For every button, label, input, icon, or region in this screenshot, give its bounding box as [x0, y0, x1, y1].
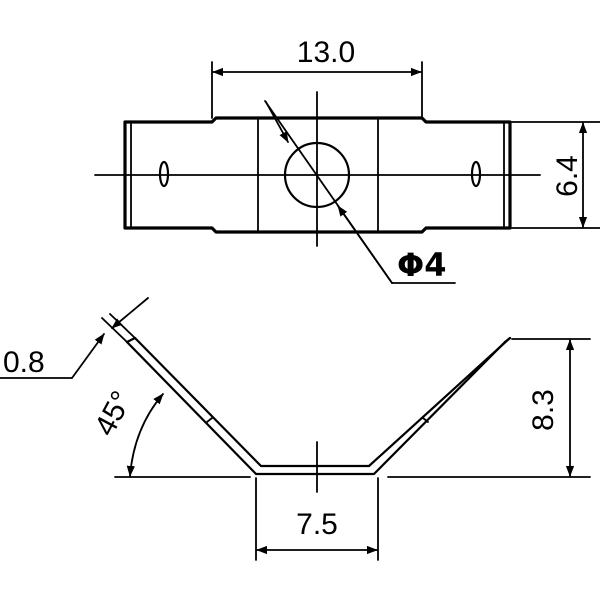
side-view-end-left: [125, 336, 137, 344]
bend-mark-left: [206, 417, 213, 423]
dim-08-arrow-outer: [111, 297, 149, 329]
side-view: 0.8 45° 8.3 7.5: [0, 297, 591, 561]
dim-45-label: 45°: [88, 386, 138, 442]
hole-leader-arrow-a: [265, 101, 289, 143]
dim-83-label: 8.3: [527, 389, 560, 431]
hole-leader-arrow-b: [337, 205, 393, 284]
side-view-end-right: [503, 336, 512, 344]
dim-08-extension-b: [109, 313, 136, 339]
right-slot: [470, 160, 482, 188]
bend-mark-right: [422, 417, 429, 423]
side-view-outer-contour: [125, 340, 507, 476]
side-view-inner-contour: [133, 336, 512, 468]
dim-08-arrow-inner: [71, 333, 105, 379]
left-slot: [158, 160, 170, 188]
dim-08-extension-a: [101, 317, 128, 343]
dim-08-label: 0.8: [3, 346, 45, 379]
hole-diameter-label: Φ4: [397, 246, 446, 284]
dim-64-label: 6.4: [551, 155, 584, 197]
dim-13-label: 13.0: [297, 36, 355, 69]
top-view-outline: [123, 116, 512, 234]
top-view: 13.0 6.4 Φ4: [94, 36, 600, 284]
dim-75-label: 7.5: [296, 508, 338, 541]
center-hole: [283, 141, 351, 209]
dim-45-arc: [126, 393, 164, 477]
